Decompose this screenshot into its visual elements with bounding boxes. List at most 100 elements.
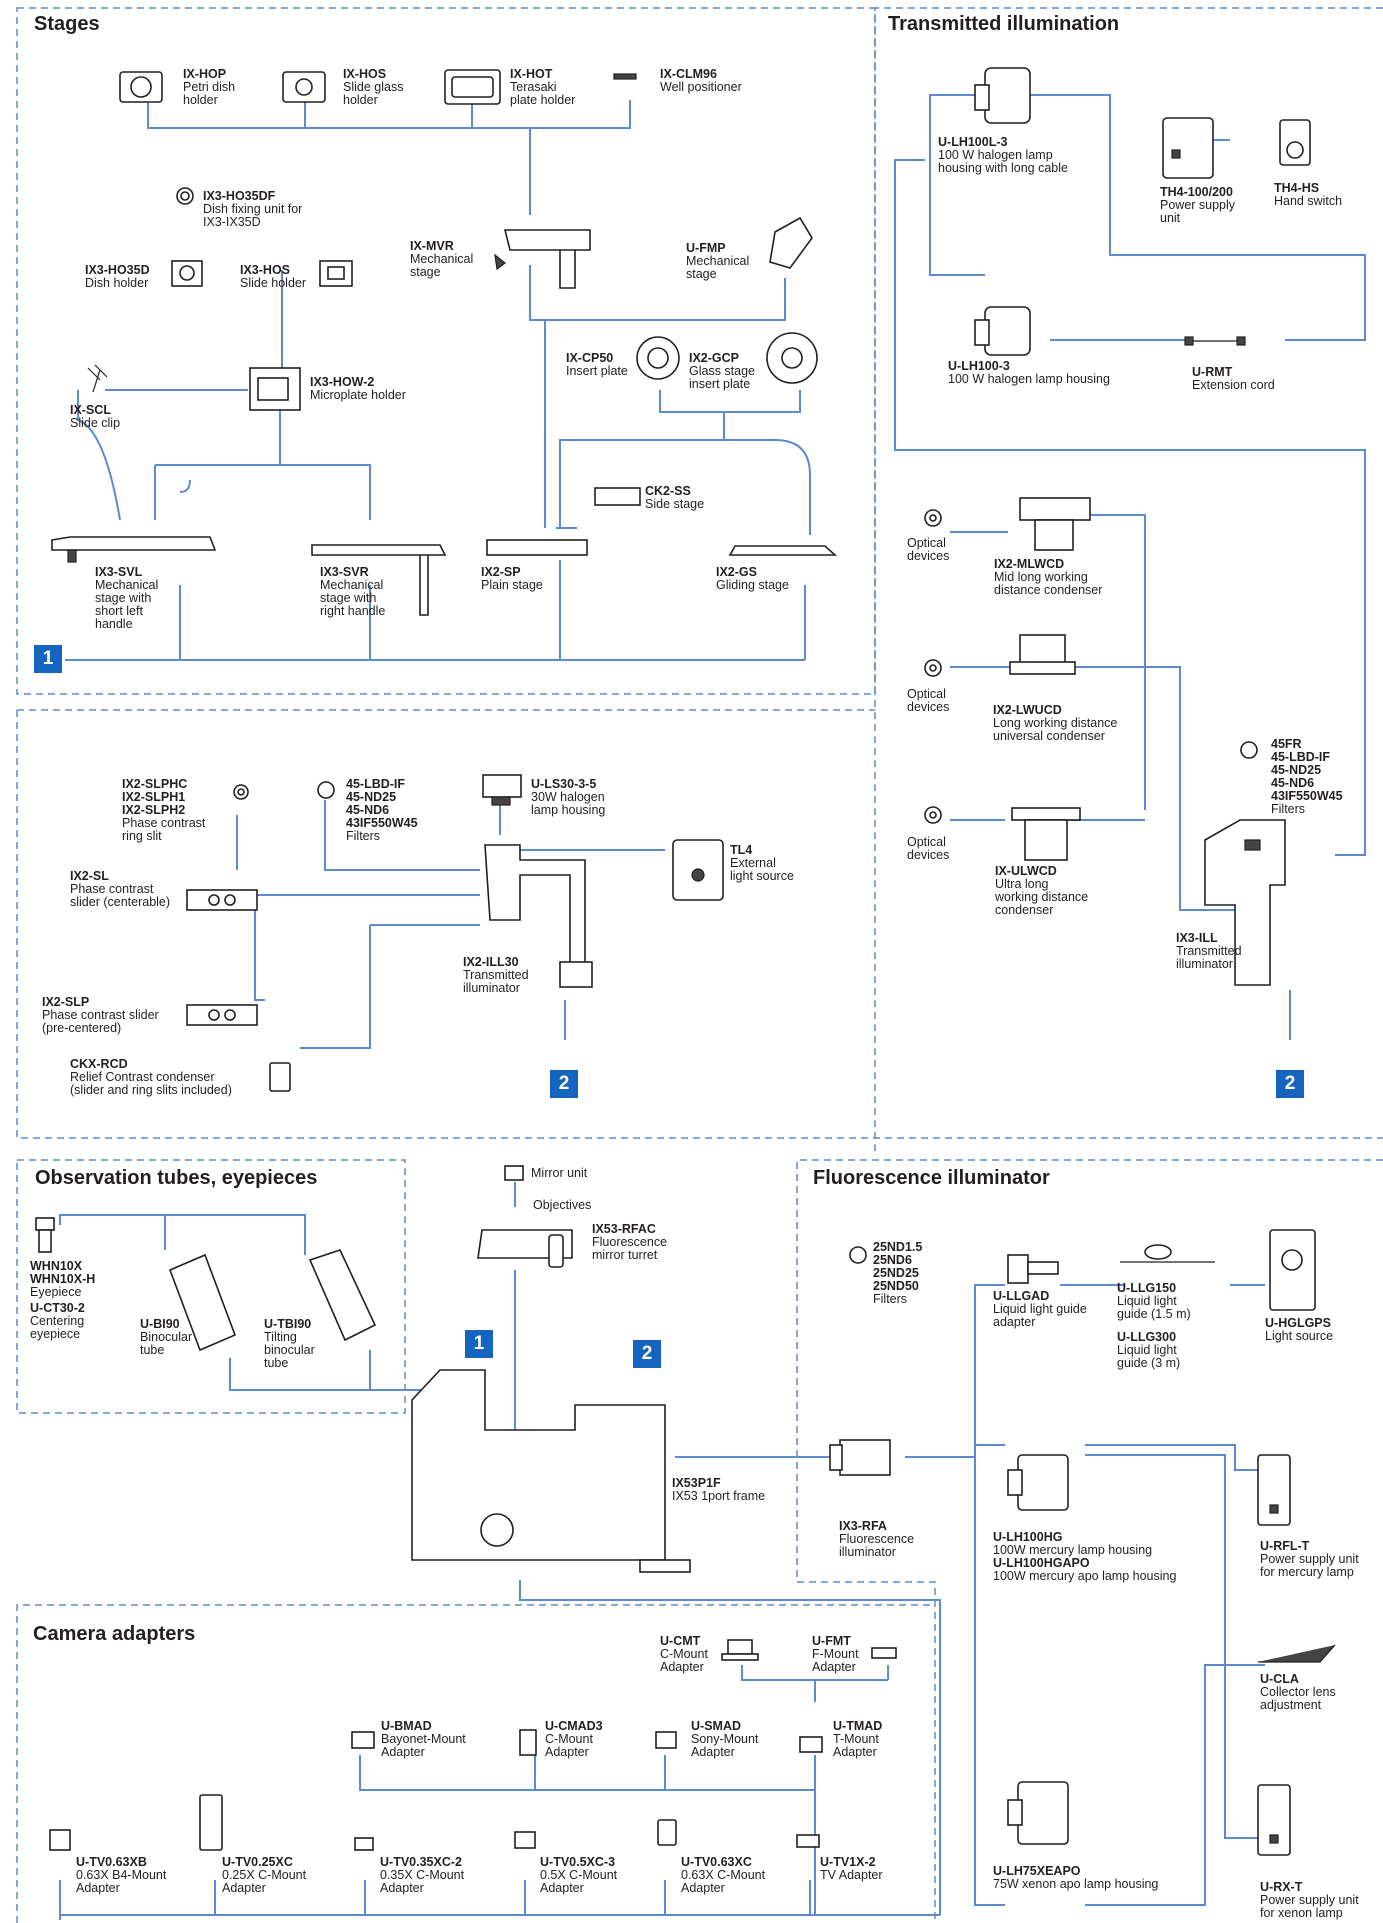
product-description: Mechanical (686, 254, 750, 268)
product-description: Fluorescence (839, 1532, 915, 1546)
product-description: illuminator (1176, 957, 1233, 971)
ix3-hos-icon (319, 260, 353, 287)
product-description: mirror turret (592, 1248, 658, 1262)
product-description: devices (907, 549, 950, 563)
filter-icon (317, 781, 335, 799)
line-illum-long (894, 159, 1366, 856)
product-description: IX3-IX35D (203, 215, 261, 229)
product-code: IX3-HO35DF (203, 189, 276, 203)
line-frame-camera (519, 1580, 941, 1915)
product-description: Adapter (833, 1745, 877, 1759)
product-description: Optical (907, 536, 946, 550)
product-code: IX2-MLWCD (994, 557, 1065, 571)
product-code: U-TMAD (833, 1719, 883, 1733)
product-description: adapter (993, 1315, 1036, 1329)
product-description: 100W mercury apo lamp housing (993, 1569, 1177, 1583)
ix2-mlwcd-icon (1019, 497, 1091, 551)
ix3-svr-icon (311, 544, 447, 616)
optical-device-icon (924, 509, 942, 527)
ix3-rfa-icon (829, 1439, 891, 1476)
product-description: Phase contrast slider (42, 1008, 159, 1022)
badge-2-illuminator: 2 (550, 1070, 578, 1098)
product-description: F-Mount (812, 1647, 859, 1661)
product-code: 45-LBD-IF (346, 777, 406, 791)
label-mirror-unit: Mirror unit (531, 1167, 587, 1180)
ix53p1f-icon (411, 1369, 691, 1573)
product-code: IX2-SLPH1 (122, 790, 186, 804)
ix-mvr-icon (494, 229, 591, 289)
product-description: Objectives (533, 1198, 592, 1212)
u-rx-t-icon (1257, 1784, 1291, 1856)
ix2-slp-icon (186, 1004, 258, 1026)
product-description: 0.25X C-Mount (222, 1868, 307, 1882)
u-fmp-icon (769, 216, 813, 269)
product-description: (pre-centered) (42, 1021, 122, 1035)
line-inserts (559, 390, 811, 535)
ix2-ill30-icon (484, 844, 593, 988)
line-ill30 (254, 805, 665, 1049)
product-description: Bayonet-Mount (381, 1732, 466, 1746)
product-description: short left (95, 604, 143, 618)
product-code: IX-CLM96 (660, 67, 717, 81)
ix3-ho35df-icon (176, 187, 194, 205)
illuminator-box (16, 709, 1383, 1139)
product-description: T-Mount (833, 1732, 879, 1746)
u-tv1x2-icon (796, 1834, 820, 1848)
product-description: Fluorescence (592, 1235, 668, 1249)
product-code: U-TV0.5XC-3 (540, 1855, 616, 1869)
product-description: holder (343, 93, 378, 107)
product-code: 25ND6 (873, 1253, 912, 1267)
mirror-unit-icon (504, 1165, 524, 1181)
u-tv05xc3-icon (514, 1831, 536, 1849)
product-description: Plain stage (481, 578, 543, 592)
product-description: guide (1.5 m) (1117, 1307, 1191, 1321)
product-code: 25ND50 (873, 1279, 919, 1293)
product-code: 45-ND25 (346, 790, 397, 804)
product-description: devices (907, 700, 950, 714)
product-description: Binocular (140, 1330, 193, 1344)
product-description: Terasaki (510, 80, 557, 94)
u-hglgps-icon (1269, 1229, 1316, 1311)
product-code: U-LH100L-3 (938, 135, 1008, 149)
line-camera-bus (59, 1880, 940, 1920)
product-code: CKX-RCD (70, 1057, 128, 1071)
product-description: Dish fixing unit for (203, 202, 303, 216)
product-description: distance condenser (994, 583, 1103, 597)
product-code: 45-ND25 (1271, 763, 1322, 777)
product-code: U-CLA (1260, 1672, 1299, 1686)
product-code: U-CMAD3 (545, 1719, 603, 1733)
product-code: U-BI90 (140, 1317, 180, 1331)
product-description: condenser (995, 903, 1054, 917)
product-description: TV Adapter (820, 1868, 883, 1882)
product-description: C-Mount (660, 1647, 708, 1661)
product-code: IX3-SVL (95, 565, 143, 579)
section-title-fluorescence: Fluorescence illuminator (813, 1167, 1050, 1189)
product-description: light source (730, 869, 794, 883)
product-description: Adapter (222, 1881, 266, 1895)
ix2-gcp-icon (766, 332, 818, 384)
product-description: slider (centerable) (70, 895, 171, 909)
product-code: IX3-HO35D (85, 263, 150, 277)
product-description: Power supply unit (1260, 1893, 1359, 1907)
badge-2-frame: 2 (633, 1340, 661, 1368)
product-code: U-TBI90 (264, 1317, 312, 1331)
product-code: IX3-SVR (320, 565, 369, 579)
